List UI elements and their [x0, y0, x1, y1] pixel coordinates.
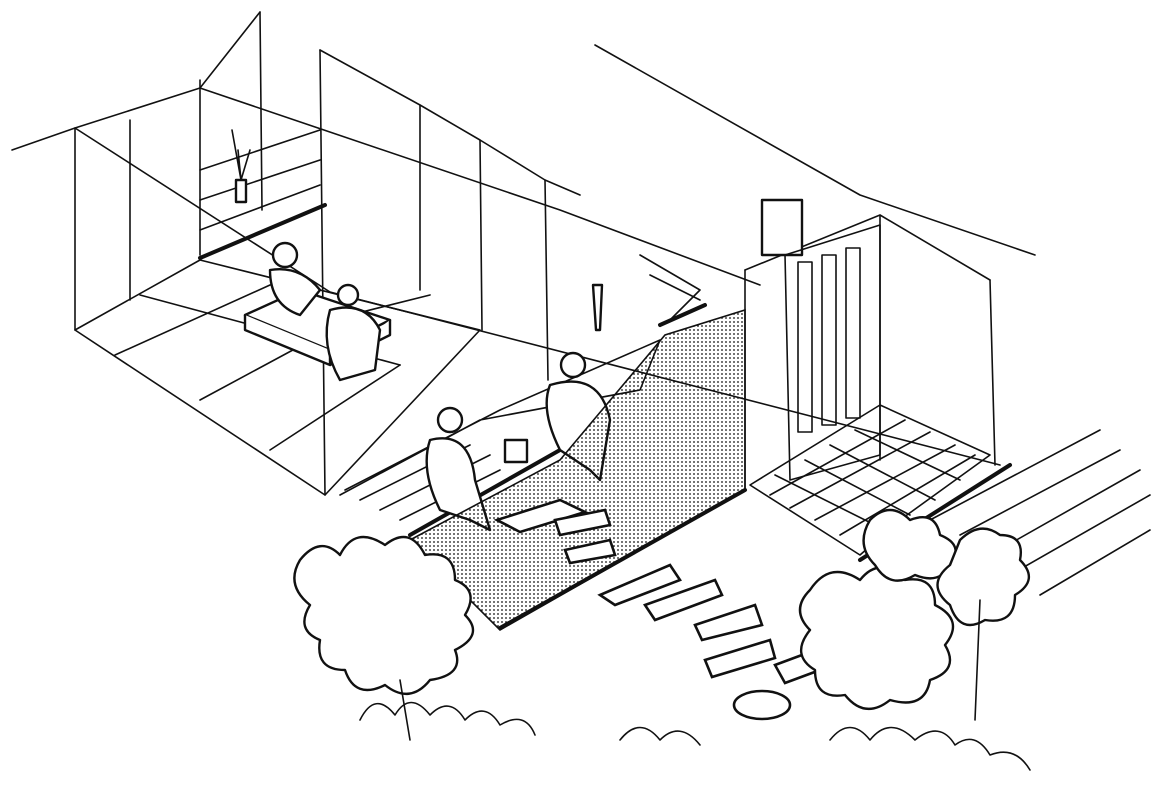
wall-hanging	[591, 198, 804, 332]
tea-set	[503, 438, 529, 464]
raked-gravel	[929, 429, 1151, 596]
building-frame	[11, 11, 1036, 496]
stepping-stones	[493, 498, 822, 721]
door	[784, 224, 881, 481]
tokonoma-alcove	[199, 129, 321, 231]
shrubs	[293, 508, 1031, 771]
gravel-floor	[408, 308, 747, 631]
seated-figure	[268, 241, 382, 382]
